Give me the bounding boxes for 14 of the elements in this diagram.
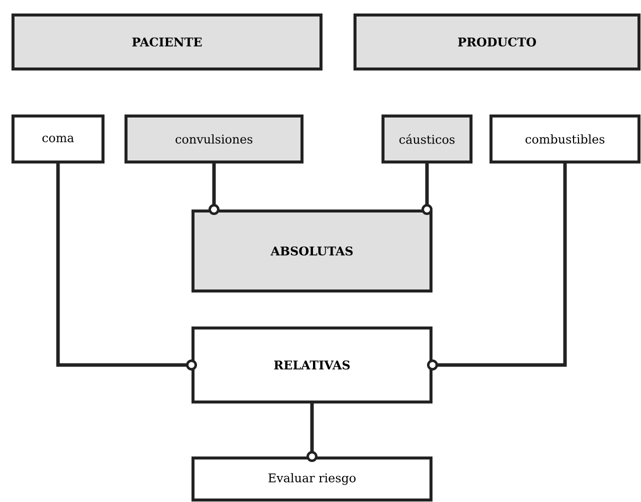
connector xyxy=(208,164,220,215)
text-box: RELATIVAS xyxy=(192,326,432,404)
connector xyxy=(56,164,197,370)
text-box: combustibles xyxy=(490,114,640,164)
label-box: convulsiones xyxy=(124,114,304,164)
connector xyxy=(422,164,432,215)
text-box: coma xyxy=(12,114,104,164)
label-box: PACIENTE xyxy=(12,14,322,70)
text-box: Evaluar riesgo xyxy=(192,456,432,502)
connector xyxy=(306,404,318,462)
label-box: PRODUCTO xyxy=(354,14,640,70)
label-box: cáusticos xyxy=(382,114,472,164)
label-box: ABSOLUTAS xyxy=(192,210,432,292)
connector xyxy=(427,164,567,370)
